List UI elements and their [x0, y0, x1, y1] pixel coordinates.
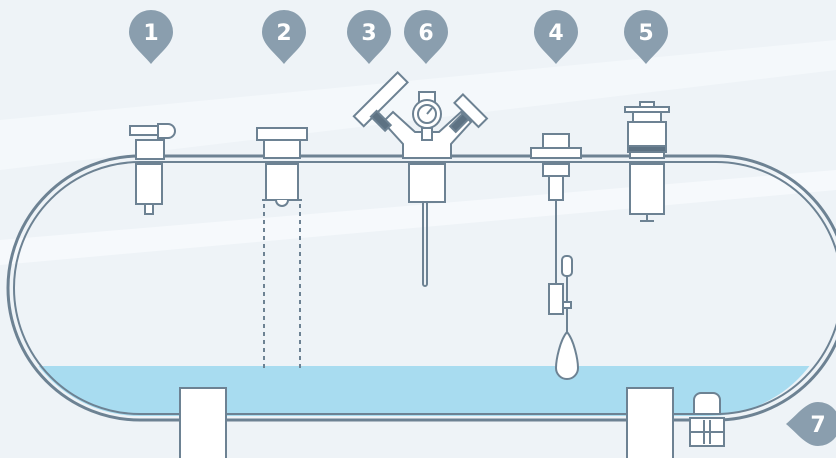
location-markers: 1 2 3 6 4 5 7: [129, 10, 836, 446]
tank-inner-wall: [13, 161, 836, 415]
marker-pin-icon: [404, 10, 448, 64]
marker-label: 1: [143, 21, 158, 46]
fitting-1-icon: [129, 123, 176, 215]
drain-valve-7-icon: [689, 392, 725, 447]
dip-tube-2-icon: [256, 127, 308, 372]
support-saddle-left: [179, 387, 227, 458]
float-gauge-4-icon: [530, 133, 582, 380]
marker-label: 2: [276, 21, 291, 46]
support-saddle-right: [626, 387, 674, 458]
background-streak: [0, 170, 836, 265]
marker-5: 5: [624, 10, 668, 64]
marker-label: 7: [810, 413, 825, 438]
marker-pin-icon: [786, 402, 836, 446]
marker-label: 3: [361, 21, 376, 46]
marker-7: 7: [786, 402, 836, 446]
marker-3: 3: [347, 10, 391, 64]
marker-label: 4: [548, 21, 563, 46]
relief-valve-5-icon: [624, 101, 670, 222]
marker-1: 1: [129, 10, 173, 64]
marker-6: 6: [404, 10, 448, 64]
marker-pin-icon: [347, 10, 391, 64]
marker-pin-icon: [262, 10, 306, 64]
marker-4: 4: [534, 10, 578, 64]
marker-pin-icon: [129, 10, 173, 64]
marker-pin-icon: [624, 10, 668, 64]
marker-pin-icon: [534, 10, 578, 64]
marker-2: 2: [262, 10, 306, 64]
manifold-valve-3-6-icon: [352, 71, 489, 287]
marker-label: 5: [638, 21, 653, 46]
marker-label: 6: [418, 21, 433, 46]
